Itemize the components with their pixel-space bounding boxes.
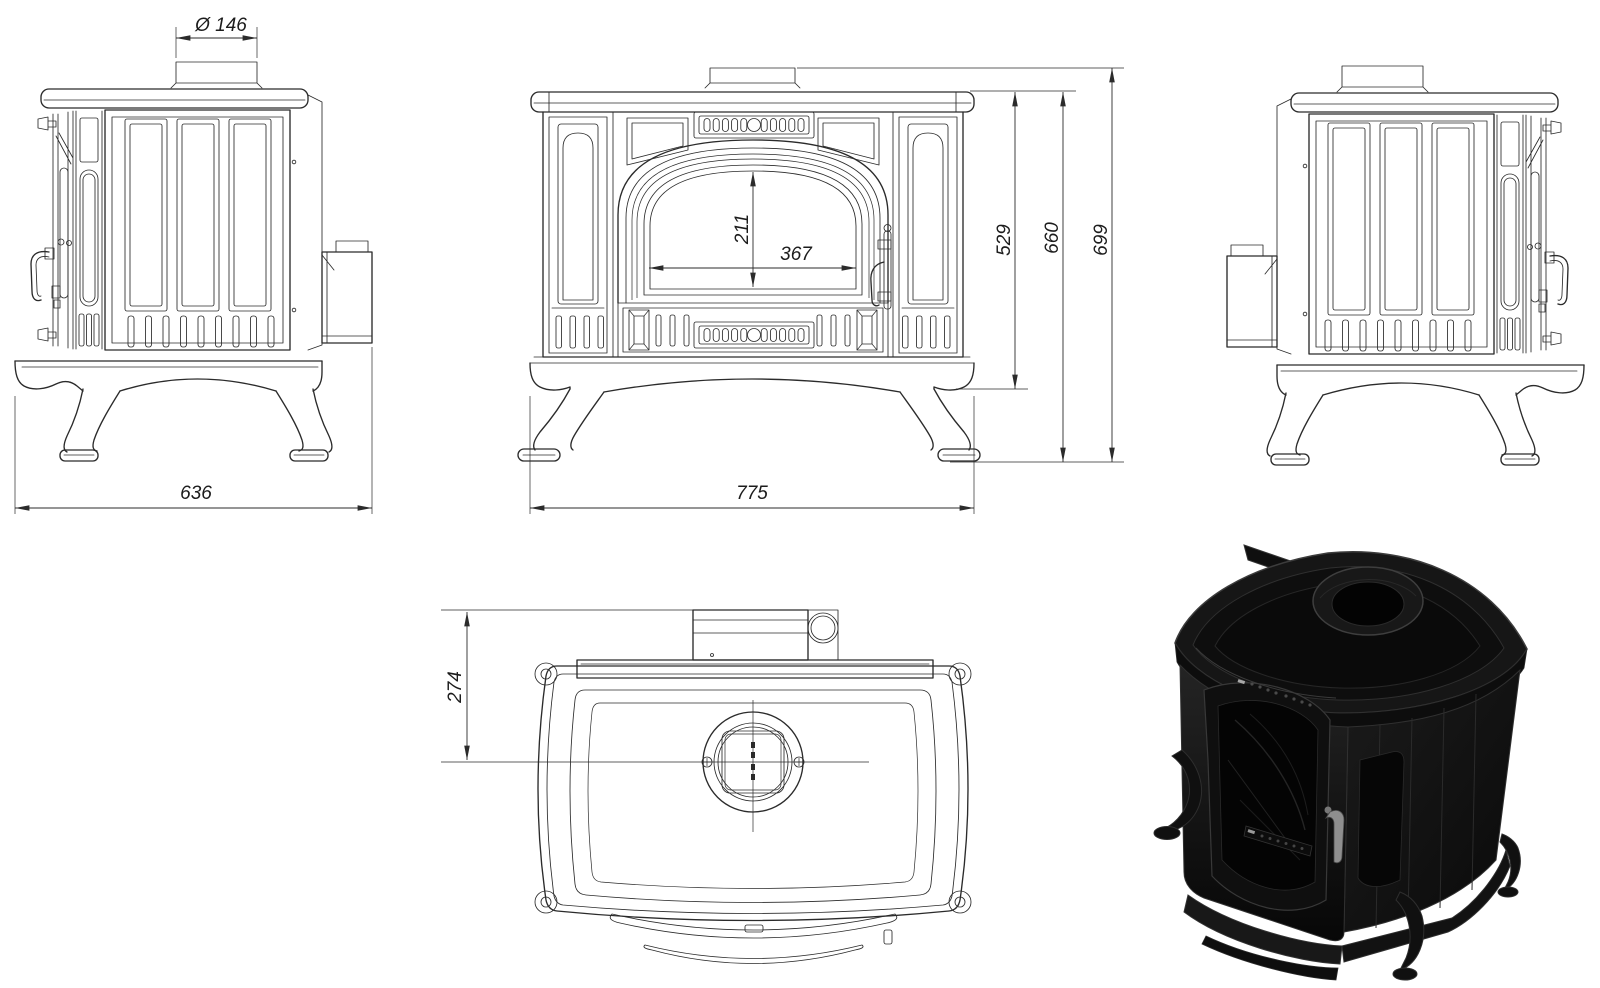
upper-grille-3d — [1237, 679, 1312, 707]
flue-collar-front — [704, 67, 801, 89]
dim-text-height-without-flue: 660 — [1042, 222, 1063, 254]
dim-glass-width: 367 — [648, 244, 857, 271]
front-skirt-top — [609, 913, 898, 964]
lower-grille-3d — [1243, 825, 1313, 857]
lower-grille — [693, 321, 815, 349]
front-left-leg — [517, 388, 605, 462]
dim-body-height: 529 — [994, 91, 1018, 390]
dim-glass-height: 211 — [732, 171, 756, 288]
top-plate-front — [530, 91, 975, 113]
dim-text-depth: 636 — [180, 483, 212, 504]
handle-3d — [1324, 806, 1345, 864]
dim-text-flue-offset: 274 — [445, 671, 466, 704]
left-pilaster — [548, 116, 608, 354]
flue-ring-3d — [1312, 566, 1424, 636]
top-plate-outline — [534, 662, 972, 922]
front-base — [517, 356, 981, 462]
dim-text-glass-width: 367 — [780, 244, 813, 265]
back-plate-top — [576, 659, 934, 679]
dim-text-flue-diameter: Ø 146 — [194, 15, 247, 36]
ash-lip-3d — [1201, 935, 1339, 981]
height-dimensions: 529 660 699 — [797, 67, 1124, 463]
lower-rail — [617, 302, 889, 358]
upper-grille — [693, 111, 815, 139]
dim-total-height: 699 — [1091, 67, 1115, 463]
right-skirt-3d — [1341, 848, 1511, 963]
dim-flue-diameter: Ø 146 — [175, 15, 258, 58]
rear-shield-top — [692, 609, 839, 661]
top-highlight — [1195, 647, 1337, 699]
dim-overall-width: 775 — [529, 396, 975, 514]
corner-finials — [534, 662, 972, 914]
door-handle-front — [870, 224, 892, 310]
top-view: 274 — [441, 609, 972, 964]
front-skirt-3d — [1183, 894, 1343, 965]
front-right-leg — [899, 388, 981, 462]
side-view-left: Ø 146 636 — [14, 15, 373, 514]
legs-3d — [1153, 749, 1521, 981]
dim-depth: 636 — [14, 347, 373, 514]
dim-height-without-flue: 660 — [1042, 91, 1066, 463]
dim-text-overall-width: 775 — [736, 483, 768, 504]
side-window — [1357, 751, 1405, 887]
arched-door — [617, 139, 889, 304]
flue-opening-top — [701, 700, 805, 832]
dim-text-body-height: 529 — [994, 224, 1015, 256]
top-rail-panels — [626, 117, 880, 166]
dim-text-total-height: 699 — [1091, 224, 1112, 256]
dim-text-glass-height: 211 — [732, 214, 753, 245]
front-view: 211 367 — [517, 67, 1124, 514]
side-view-right — [1226, 65, 1585, 466]
dim-flue-offset: 274 — [441, 609, 869, 763]
right-pilaster — [898, 116, 958, 354]
render-3d — [1153, 544, 1528, 981]
